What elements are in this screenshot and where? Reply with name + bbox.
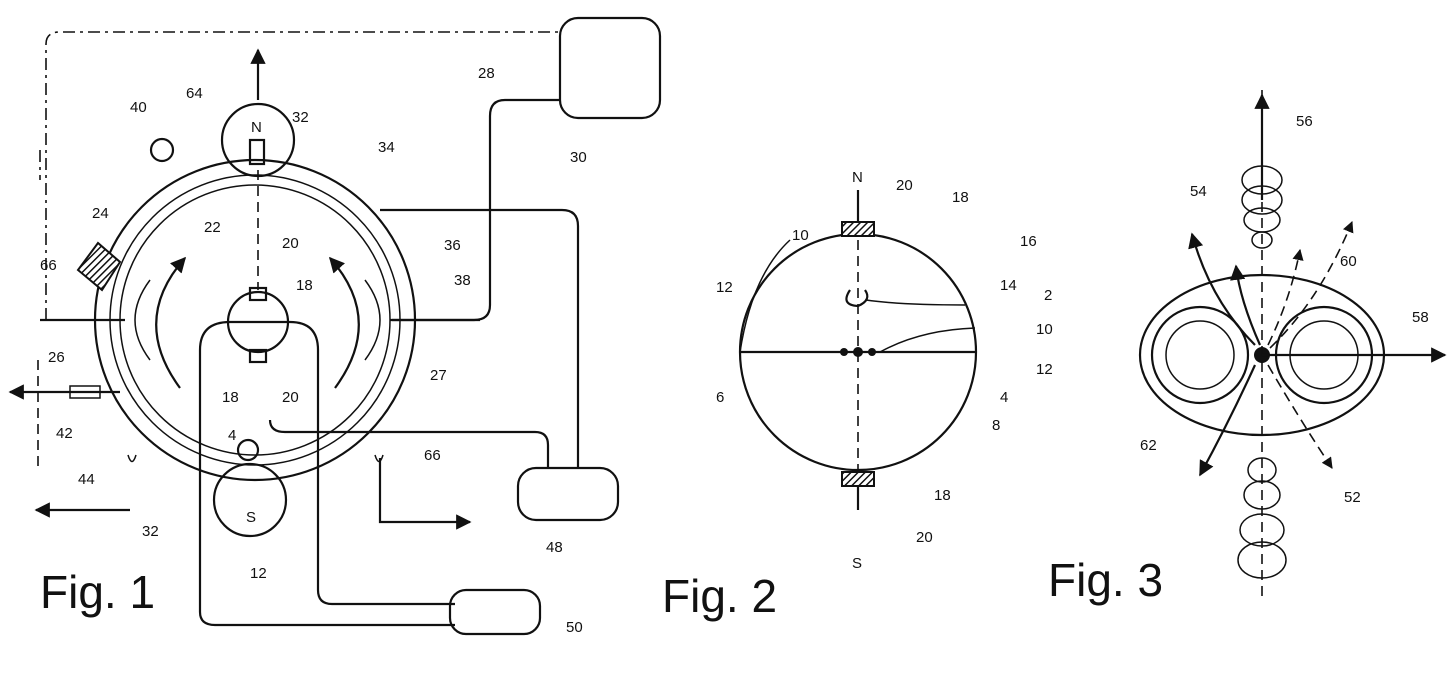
fig2-label-12b: 12 [1036, 361, 1053, 378]
fig1-ring-36 [109, 174, 401, 466]
figure-1 [8, 16, 662, 636]
fig3-label-56: 56 [1296, 113, 1313, 130]
fig2-label-2: 2 [1044, 287, 1052, 304]
fig1-label-42: 42 [56, 425, 73, 442]
fig3-label-62: 62 [1140, 437, 1157, 454]
fig1-label-20b: 20 [282, 389, 299, 406]
fig1-label-34: 34 [378, 139, 395, 156]
fig3-caption: Fig. 3 [1048, 554, 1163, 606]
tank-30 [558, 16, 662, 120]
fig1-label-N: N [251, 119, 262, 136]
fig2-label-8: 8 [992, 417, 1000, 434]
fig1-label-S: S [246, 509, 256, 526]
fig1-label-18b: 18 [222, 389, 239, 406]
element-4 [236, 438, 260, 462]
fig1-label-66a: 66 [40, 257, 57, 274]
fig1-label-40: 40 [130, 99, 147, 116]
element-40 [149, 137, 175, 163]
hatched-block-66 [76, 241, 122, 292]
fig1-label-28: 28 [478, 65, 495, 82]
fig2-label-6: 6 [716, 389, 724, 406]
fig1-caption: Fig. 1 [40, 566, 155, 618]
fig2-label-10b: 10 [1036, 321, 1053, 338]
fig1-label-36: 36 [444, 237, 461, 254]
fig3-label-52: 52 [1344, 489, 1361, 506]
fig2-label-18a: 18 [952, 189, 969, 206]
fig2-label-14: 14 [1000, 277, 1017, 294]
fig1-label-48: 48 [546, 539, 563, 556]
fig2-label-20a: 20 [896, 177, 913, 194]
fig1-label-4: 4 [228, 427, 236, 444]
fig1-label-50: 50 [566, 619, 583, 636]
fig3-label-60: 60 [1340, 253, 1357, 270]
fig1-ring-38 [119, 184, 391, 456]
fig2-label-18b: 18 [934, 487, 951, 504]
fig1-label-30: 30 [570, 149, 587, 166]
fig2-label-4: 4 [1000, 389, 1008, 406]
fig1-label-24: 24 [92, 205, 109, 222]
fig2-label-16: 16 [1020, 233, 1037, 250]
fig2-label-10a: 10 [792, 227, 809, 244]
fig1-outer-frame [45, 31, 560, 320]
figure-3 [1138, 90, 1447, 600]
fig2-label-S: S [852, 555, 862, 572]
fig1-label-32b: 32 [142, 523, 159, 540]
figure-2 [738, 190, 978, 510]
fig2-label-N: N [852, 169, 863, 186]
fig1-label-66b: 66 [424, 447, 441, 464]
tank-48 [516, 466, 620, 522]
fig3-label-54: 54 [1190, 183, 1207, 200]
fig2-coil-14 [845, 289, 869, 308]
fig3-label-58: 58 [1412, 309, 1429, 326]
fig2-label-12a: 12 [716, 279, 733, 296]
fig1-label-64: 64 [186, 85, 203, 102]
fig2-label-20b: 20 [916, 529, 933, 546]
fig1-label-26: 26 [48, 349, 65, 366]
fig1-label-44: 44 [78, 471, 95, 488]
fig1-label-20a: 20 [282, 235, 299, 252]
fig1-label-38: 38 [454, 272, 471, 289]
fig1-label-27: 27 [430, 367, 447, 384]
tank-50 [448, 588, 542, 636]
fig1-label-18a: 18 [296, 277, 313, 294]
fig1-label-32a: 32 [292, 109, 309, 126]
pipe-12 [198, 350, 455, 627]
fig1-label-22: 22 [204, 219, 221, 236]
fig2-pole-block-top [841, 221, 875, 237]
fig2-pole-block-bottom [841, 471, 875, 487]
south-bulb [212, 462, 288, 538]
fig1-label-12: 12 [250, 565, 267, 582]
fig2-caption: Fig. 2 [662, 570, 777, 622]
